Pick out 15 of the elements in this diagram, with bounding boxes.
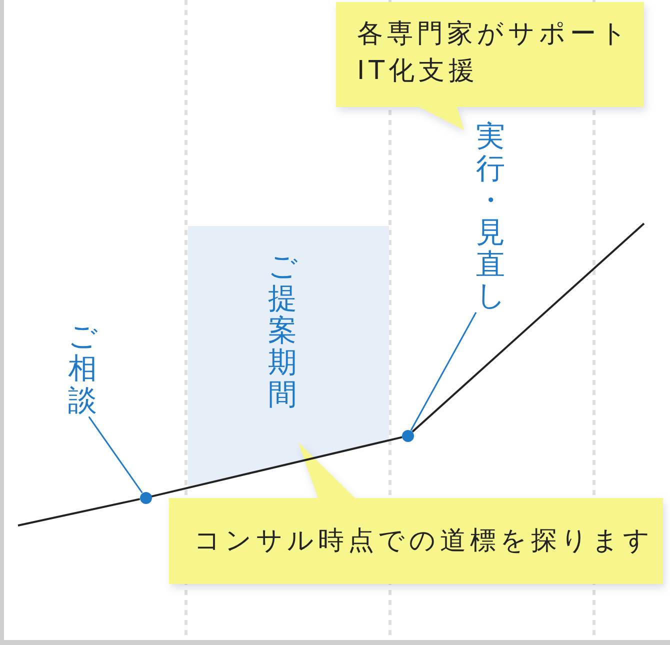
- trend-line: [412, 222, 645, 433]
- speech-bubble: [169, 442, 663, 584]
- point-marker: [402, 430, 414, 442]
- callout-text: 各専門家がサポート: [357, 18, 632, 51]
- leader-line: [88, 416, 143, 494]
- step-label: ご相談: [68, 321, 97, 417]
- step-label: 実行・見直し: [476, 121, 505, 312]
- callout-text: コンサル時点での道標を探ります: [194, 525, 655, 558]
- trend-line: [18, 498, 140, 526]
- callout-text: IT化支援: [357, 55, 480, 88]
- period-band: [188, 226, 389, 488]
- leader-line: [410, 312, 477, 431]
- point-marker: [140, 492, 152, 504]
- trend-line: [151, 436, 402, 498]
- period-label: ご提案期間: [268, 251, 297, 410]
